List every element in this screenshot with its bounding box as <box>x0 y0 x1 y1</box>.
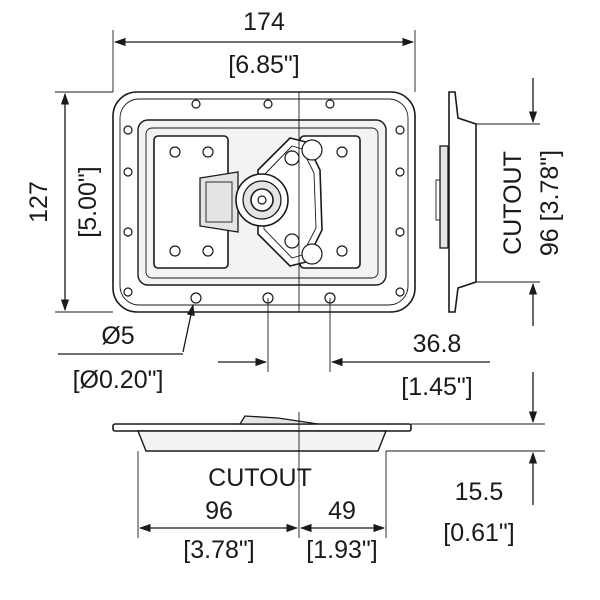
plate-hole <box>336 146 348 158</box>
bottom-view <box>112 412 412 456</box>
side-handle <box>439 145 449 249</box>
overall-height-value: 127 <box>25 181 53 223</box>
flange-holes <box>123 99 405 304</box>
overall-width-inch: [6.85"] <box>228 51 299 79</box>
front-view <box>112 91 416 313</box>
hole-diameter-value: Ø5 <box>101 322 134 350</box>
keeper-hook <box>301 139 323 161</box>
overall-width-value: 174 <box>243 8 285 36</box>
side-profile <box>448 91 477 313</box>
plate-hole <box>202 146 214 158</box>
hole-spacing-inch: [1.45"] <box>401 373 472 401</box>
bottom-handle <box>238 415 319 425</box>
overall-height-inch: [5.00"] <box>74 166 102 237</box>
latch-rivet <box>284 150 300 166</box>
cutout-right-value: 49 <box>328 497 356 525</box>
plate-hole <box>169 245 181 257</box>
flange-inner-edge <box>119 98 409 306</box>
bottom-pan <box>136 430 388 452</box>
handle-grip <box>205 181 233 223</box>
cutout-left-value: 96 <box>205 497 233 525</box>
bottom-flange <box>112 423 412 432</box>
latch-handle <box>199 171 239 233</box>
hole-spacing-value: 36.8 <box>413 330 462 358</box>
side-view <box>435 91 477 313</box>
recessed-pan-inner <box>145 127 379 279</box>
lock-keyhole <box>257 195 267 205</box>
dimension-lines <box>55 30 545 538</box>
plate-hole <box>169 146 181 158</box>
keeper-hook <box>301 243 323 265</box>
bottom-cutout-label: CUTOUT <box>208 464 312 492</box>
cutout-left-inch: [3.78"] <box>183 536 254 564</box>
plate-hole <box>336 245 348 257</box>
cutout-right-inch: [1.93"] <box>306 536 377 564</box>
hole-diameter-inch: [Ø0.20"] <box>73 366 164 394</box>
side-handle-tip <box>435 179 441 221</box>
plate-hole <box>202 245 214 257</box>
latch-rivet <box>284 233 300 249</box>
depth-value: 15.5 <box>455 478 504 506</box>
side-cutout-label: CUTOUT <box>499 151 527 255</box>
side-cutout-value: 96 [3.78"] <box>536 150 564 256</box>
latch-body-inner <box>263 145 317 259</box>
depth-inch: [0.61"] <box>443 519 514 547</box>
latch-body <box>257 137 323 267</box>
